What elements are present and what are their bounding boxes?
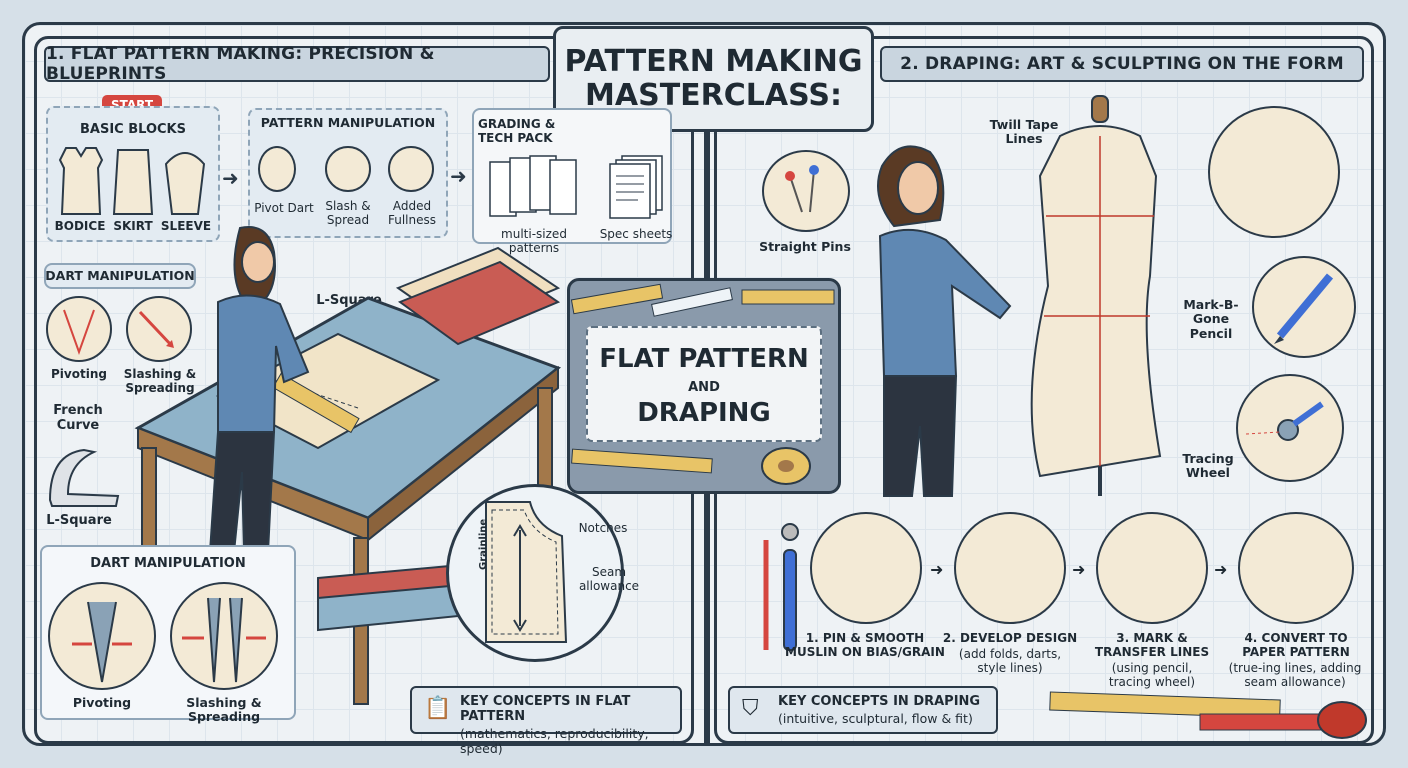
slashing-label-top: Slashing & Spreading	[123, 367, 197, 395]
straight-pins-icon	[762, 150, 850, 232]
slashing-dart-icon	[126, 296, 192, 362]
slashing-arrow-icon	[138, 310, 174, 348]
sleeve-block-icon	[164, 152, 206, 215]
step2-title: 2. DEVELOP DESIGN	[942, 631, 1078, 645]
pattern-maker-figure	[208, 226, 310, 553]
slash-spread-icon	[325, 146, 371, 192]
center-line3: DRAPING	[637, 398, 771, 428]
step4-image	[1238, 512, 1354, 624]
added-fullness-label: Added Fullness	[387, 199, 436, 227]
tracing-wheel-icon	[1245, 401, 1324, 441]
pivoting-label-top: Pivoting	[51, 367, 107, 381]
basic-blocks-title: BASIC BLOCKS	[80, 122, 186, 137]
arrow-icon: ➜	[1072, 560, 1086, 579]
notches-label: Notches	[578, 521, 628, 535]
l-square-label-bottom: L-Square	[46, 513, 112, 528]
tracing-wheel-detail	[1236, 374, 1344, 482]
arrow-icon: ➜	[450, 164, 467, 188]
arrow-icon: ➜	[930, 560, 944, 579]
pattern-manipulation-title: PATTERN MANIPULATION	[260, 115, 436, 130]
step1-title: 1. PIN & SMOOTH MUSLIN ON BIAS/GRAIN	[785, 631, 945, 659]
slashing-skirt-dart	[182, 597, 266, 683]
sleeve-label: SLEEVE	[160, 219, 212, 233]
key-concepts-flat-subtitle: (mathematics, reproducibility, speed)	[460, 726, 649, 756]
bodice-block-icon	[58, 147, 104, 215]
key-concepts-draping: KEY CONCEPTS IN DRAPING (intuitive, scul…	[728, 686, 998, 734]
grading-title: GRADING & TECH PACK	[478, 117, 556, 145]
step3-image	[1096, 512, 1208, 624]
center-inner-card	[586, 326, 822, 442]
twill-tape-label: Twill Tape Lines	[989, 117, 1059, 147]
pins	[785, 165, 819, 213]
slashing-skirt-icon	[170, 582, 278, 690]
draping-tools-icon	[763, 523, 799, 651]
straight-pins-label: Straight Pins	[759, 239, 851, 254]
draper-figure	[877, 145, 1012, 497]
multi-sized-patterns-label: multi-sized patterns	[501, 227, 567, 255]
center-divider-bottom	[704, 494, 710, 744]
spec-sheets-icon	[609, 155, 663, 219]
arrow-icon: ➜	[222, 166, 239, 190]
step2-sub: (add folds, darts, style lines)	[958, 647, 1062, 675]
multi-sized-patterns-icon	[489, 155, 577, 217]
center-line1: FLAT PATTERN	[599, 344, 809, 374]
dart-manipulation-bottom-title: DART MANIPULATION	[90, 556, 246, 571]
bodice-label: BODICE	[54, 219, 106, 233]
pivoting-skirt-dart	[72, 601, 132, 683]
french-curve-label: French Curve	[53, 403, 103, 433]
page-title: PATTERN MAKING MASTERCLASS:	[553, 26, 874, 132]
tape-measure-illustration	[571, 447, 811, 485]
flat-pattern-header: 1. FLAT PATTERN MAKING: PRECISION & BLUE…	[44, 44, 550, 84]
spec-sheets-label: Spec sheets	[599, 227, 673, 241]
key-concepts-draping-title: KEY CONCEPTS IN DRAPING	[778, 694, 981, 709]
mark-b-gone-label: Mark-B- Gone Pencil	[1183, 297, 1239, 341]
step4-title: 4. CONVERT TO PAPER PATTERN	[1242, 631, 1350, 659]
arrow-icon: ➜	[1214, 560, 1228, 579]
dart-manipulation-top-tag	[44, 263, 196, 289]
rulers-illustration	[570, 283, 835, 317]
bodice-pattern-piece	[485, 501, 568, 643]
skirt-label: SKIRT	[113, 219, 153, 233]
step3-title: 3. MARK & TRANSFER LINES	[1094, 631, 1210, 659]
pivoting-dart-lines	[63, 309, 95, 355]
slashing-label-bottom: Slashing & Spreading	[186, 695, 262, 725]
skirt-block-icon	[112, 149, 154, 215]
clipboard-icon: 📋	[424, 696, 452, 721]
dress-form-illustration	[1030, 95, 1162, 496]
step1-image	[810, 512, 922, 624]
ruler-tape-bottom	[1049, 691, 1367, 739]
slash-spread-label: Slash & Spread	[325, 199, 371, 227]
grainline-label: Grainline	[478, 518, 489, 570]
key-concepts-flat-title: KEY CONCEPTS IN FLAT PATTERN	[460, 694, 631, 724]
key-concepts-flat: KEY CONCEPTS IN FLAT PATTERN (mathematic…	[410, 686, 682, 756]
center-line2: AND	[688, 380, 720, 395]
key-concepts-draping-subtitle: (intuitive, sculptural, flow & fit)	[778, 711, 973, 726]
draping-header: 2. DRAPING: ART & SCULPTING ON THE FORM	[880, 46, 1364, 82]
pivoting-label-bottom: Pivoting	[72, 695, 132, 710]
dart-manipulation-top-title: DART MANIPULATION	[45, 268, 195, 283]
added-fullness-icon	[388, 146, 434, 192]
center-divider	[704, 130, 710, 280]
tracing-wheel-label: Tracing Wheel	[1182, 451, 1234, 481]
step3-sub: (using pencil, tracing wheel)	[1108, 661, 1196, 689]
step4-sub: (true-ing lines, adding seam allowance)	[1228, 661, 1362, 689]
l-square-tool-icon	[48, 448, 120, 507]
mark-b-gone-pencil-detail	[1252, 256, 1356, 358]
draped-shoulder-detail	[1208, 106, 1340, 238]
pivot-dart-label: Pivot Dart	[254, 201, 314, 215]
pencil-icon	[1274, 273, 1334, 344]
step2-image	[954, 512, 1066, 624]
dress-form-small-icon: ⛉	[742, 696, 759, 721]
pivot-dart-icon	[258, 146, 296, 192]
seam-allowance-label: Seam allowance	[578, 565, 640, 593]
